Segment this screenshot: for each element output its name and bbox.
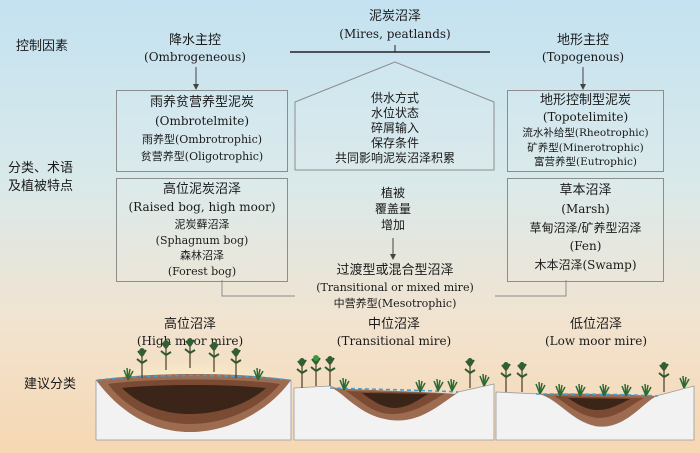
minerotrophic-label: 矿养型(Minerotrophic) [527,142,644,154]
low-moor-en: (Low moor mire) [544,334,648,348]
forest-bog-en: (Forest bog) [167,265,237,278]
topotelimite-title-en: (Topotelimite) [542,110,629,124]
vegetation-line-1: 植被 [380,186,405,200]
marsh-title-cn: 草本沼泽 [559,183,612,198]
transitional-mire-cn: 中位沼泽 [367,317,420,332]
ombrogeneous-en: (Ombrogeneous) [144,50,246,64]
low-moor-cn: 低位沼泽 [569,317,622,332]
topotelimite-title-cn: 地形控制型泥炭 [539,93,631,108]
house-line-1: 供水方式 [370,91,419,105]
eutrophic-label: 富营养型(Eutrophic) [534,156,637,168]
high-moor-cn: 高位沼泽 [163,317,216,332]
mires-title-en: (Mires, peatlands) [339,27,451,41]
vegetation-line-3: 增加 [380,218,405,232]
factors-label: 控制因素 [16,39,69,54]
rheotrophic-label: 流水补给型(Rheotrophic) [522,127,649,139]
swamp-label: 木本沼泽(Swamp) [534,258,637,272]
transitional-mire-en: (Transitional mire) [336,334,452,348]
suggested-label: 建议分类 [24,377,77,392]
house-line-2: 水位状态 [370,106,419,120]
house-line-4: 保存条件 [370,136,419,150]
raised-bog-title-cn: 高位泥炭沼泽 [162,182,241,197]
transitional-en: (Transitional or mixed mire) [316,281,474,294]
classification-label-2: 及植被特点 [8,179,74,194]
marsh-box: 草本沼泽 (Marsh) 草甸沼泽/矿养型沼泽 (Fen) 木本沼泽(Swamp… [507,178,664,282]
mesotrophic-label: 中营养型(Mesotrophic) [333,297,457,310]
ombrotelmite-box: 雨养贫营养型泥炭 (Ombrotelmite) 雨养型(Ombrotrophic… [116,90,288,172]
ombrotelmite-title-en: (Ombrotelmite) [154,114,250,128]
ombrotrophic-label: 雨养型(Ombrotrophic) [141,133,263,146]
topogenous-en: (Topogenous) [541,50,625,64]
high-moor-section [95,360,292,441]
topotelimite-box: 地形控制型泥炭 (Topotelimite) 流水补给型(Rheotrophic… [507,90,664,172]
low-moor-section [495,385,695,441]
raised-bog-title-en: (Raised bog, high moor) [128,200,276,214]
marsh-title-en: (Marsh) [561,202,610,216]
raised-bog-box: 高位泥炭沼泽 (Raised bog, high moor) 泥炭藓沼泽 (Sp… [116,178,288,282]
ombrotelmite-title-cn: 雨养贫营养型泥炭 [149,95,254,110]
house-line-3: 碎屑输入 [370,121,419,135]
oligotrophic-label: 贫营养型(Oligotrophic) [140,150,264,163]
fen-en: (Fen) [569,239,602,253]
house-line-5: 共同影响泥炭沼泽积累 [334,151,455,165]
fen-cn: 草甸沼泽/矿养型沼泽 [529,221,642,235]
sphagnum-en: (Sphagnum bog) [155,234,249,247]
forest-bog-cn: 森林沼泽 [180,249,224,262]
mires-title-cn: 泥炭沼泽 [368,9,421,24]
classification-label-1: 分类、术语 [8,161,74,176]
sphagnum-cn: 泥炭藓沼泽 [174,218,230,231]
topogenous-cn: 地形主控 [556,33,609,48]
transitional-section [293,383,495,441]
transitional-cn: 过渡型或混合型沼泽 [336,263,454,278]
vegetation-line-2: 覆盖量 [374,202,411,216]
ombrogeneous-cn: 降水主控 [168,33,221,48]
